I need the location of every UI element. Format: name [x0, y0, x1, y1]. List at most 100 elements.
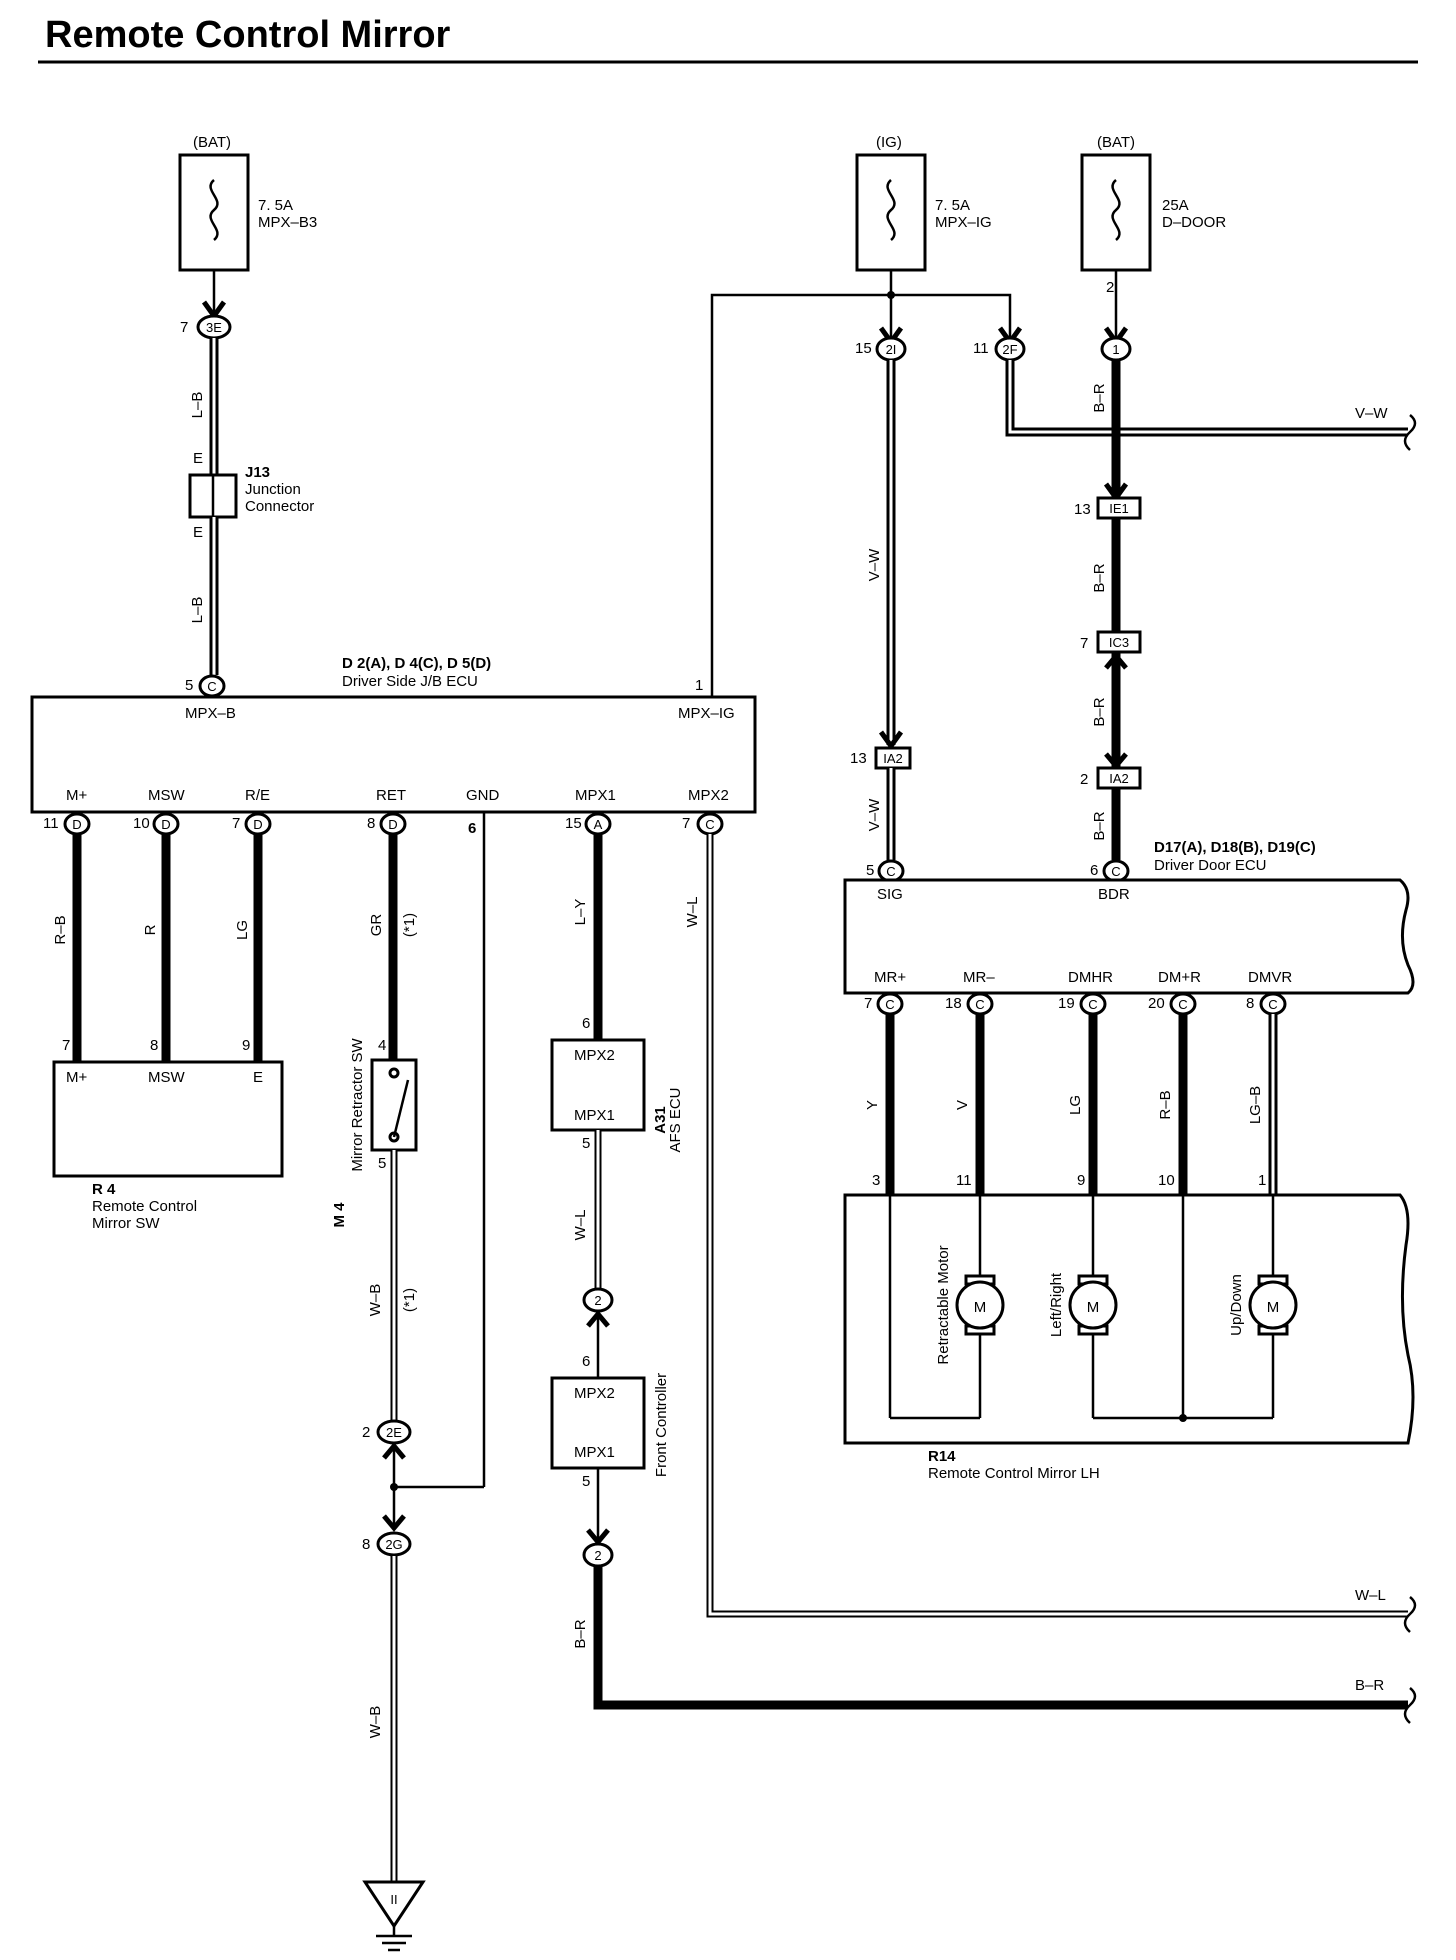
pin-label: MPX1 — [575, 787, 616, 804]
component-name: Connector — [245, 498, 314, 515]
pin-letter: E — [193, 524, 203, 541]
pin-label: M+ — [66, 787, 87, 804]
fuse-name: MPX–IG — [935, 214, 992, 231]
motor-icon — [1248, 1280, 1298, 1330]
component-code: R 4 — [92, 1181, 116, 1198]
connector-label: D — [161, 817, 170, 832]
pin-number: 7 — [180, 319, 188, 336]
wire-color: R — [142, 924, 159, 935]
pin-number: 11 — [973, 340, 989, 357]
pin-number: 10 — [133, 815, 150, 832]
pin-label: DM+R — [1158, 969, 1201, 986]
wire-color: B–R — [1091, 383, 1108, 412]
connector-label: D — [72, 817, 81, 832]
pin-label: DMVR — [1248, 969, 1292, 986]
motor-icon — [955, 1280, 1005, 1330]
component-name: Junction — [245, 481, 301, 498]
component-code: D 2(A), D 4(C), D 5(D) — [342, 655, 491, 672]
fuse-rating: 7. 5A — [258, 197, 293, 214]
wire-break-icon — [1403, 1687, 1417, 1724]
wire-color: LG — [234, 920, 251, 940]
component-name: Driver Door ECU — [1154, 857, 1267, 874]
pin-number: 6 — [468, 820, 476, 837]
pin-number: 8 — [1246, 995, 1254, 1012]
pin-number: 3 — [872, 1172, 880, 1189]
pin-label: MPX–IG — [678, 705, 735, 722]
pin-label: MSW — [148, 1069, 186, 1086]
component-name: Mirror SW — [92, 1215, 160, 1232]
mpx-ig-wire — [710, 293, 1012, 697]
fuse-icon — [1111, 179, 1121, 241]
switch-icon — [392, 1079, 410, 1138]
pin-label: MPX–B — [185, 705, 236, 722]
pin-number: 4 — [378, 1037, 386, 1054]
wire-color: V–W — [1355, 405, 1388, 422]
motor-symbol: M — [1267, 1299, 1280, 1316]
ground-icon — [362, 1880, 426, 1929]
pin-label: MR+ — [874, 969, 906, 986]
pin-number: 7 — [62, 1037, 70, 1054]
connector-label: D — [388, 817, 397, 832]
pin-number: 6 — [1090, 862, 1098, 879]
fuse-source: (IG) — [876, 134, 902, 151]
connector-label: 2 — [594, 1293, 601, 1308]
connector-label: C — [1088, 997, 1097, 1012]
pin-number: 6 — [582, 1015, 590, 1032]
arrow-icon — [1104, 652, 1128, 670]
component-code: M 4 — [331, 1202, 348, 1228]
afs-ecu — [550, 1038, 646, 1132]
pin-number: 7 — [1080, 635, 1088, 652]
fuse-icon — [209, 179, 219, 241]
pin-label: SIG — [877, 886, 903, 903]
connector-2g — [376, 1531, 412, 1557]
pin-number: 2 — [1080, 771, 1088, 788]
pin-number: 11 — [43, 815, 59, 832]
wire-color: B–R — [572, 1619, 589, 1648]
component-name: Driver Side J/B ECU — [342, 673, 478, 690]
connector-label: C — [207, 679, 216, 694]
retractable-motor: M Retractable Motor — [935, 1245, 1005, 1365]
pin-number: 13 — [850, 750, 867, 767]
wire-color: W–B — [367, 1284, 384, 1317]
wire-color: V–W — [866, 548, 883, 581]
pin-number: 7 — [682, 815, 690, 832]
wire-color: V–W — [866, 798, 883, 831]
pin-number: 20 — [1148, 995, 1165, 1012]
motor-symbol: M — [1087, 1299, 1100, 1316]
connector-label: 2 — [594, 1548, 601, 1563]
wire-color: W–L — [684, 897, 701, 928]
pin-number: 5 — [582, 1135, 590, 1152]
pin-label: BDR — [1098, 886, 1130, 903]
wire-color: W–L — [1355, 1587, 1386, 1604]
connector-label: C — [1111, 864, 1120, 879]
fuse-d-door: (BAT) 25A D–DOOR — [1080, 134, 1226, 272]
pin-number: 9 — [1077, 1172, 1085, 1189]
wire-color: B–R — [1091, 811, 1108, 840]
pin-label: MPX2 — [688, 787, 729, 804]
pin-number: 1 — [1258, 1172, 1266, 1189]
arrow-icon — [586, 1528, 610, 1546]
pin-label: MPX1 — [574, 1444, 615, 1461]
connector-label: C — [1178, 997, 1187, 1012]
pin-number: 7 — [864, 995, 872, 1012]
connector-label: A — [594, 817, 603, 832]
pin-label: E — [253, 1069, 263, 1086]
connector-label: 2F — [1002, 342, 1017, 357]
wire-break-icon — [1403, 1596, 1417, 1633]
pin-label: M+ — [66, 1069, 87, 1086]
wire-color: R–B — [1157, 1090, 1174, 1119]
driver-door-ecu — [843, 878, 1415, 995]
component-name: Remote Control Mirror LH — [928, 1465, 1100, 1482]
pin-label: MPX2 — [574, 1385, 615, 1402]
fuse-icon — [886, 179, 896, 241]
motor-icon — [1068, 1280, 1118, 1330]
pin-label: RET — [376, 787, 406, 804]
pin-number: 15 — [855, 340, 872, 357]
component-name: Mirror Retractor SW — [349, 1037, 366, 1171]
connector-label: IA2 — [1109, 771, 1129, 786]
pin-number: 1 — [695, 677, 703, 694]
component-name: Remote Control — [92, 1198, 197, 1215]
remote-control-mirror-sw — [52, 1060, 284, 1178]
component-code: D17(A), D18(B), D19(C) — [1154, 839, 1316, 856]
